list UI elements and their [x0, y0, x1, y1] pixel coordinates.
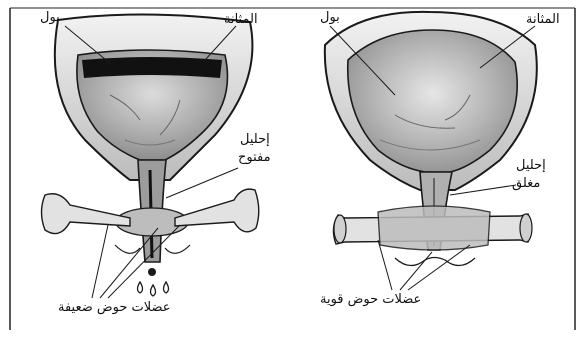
- right-pelvic-muscle: [378, 206, 490, 250]
- right-bladder-figure: [325, 12, 537, 290]
- right-urine-label: بول: [320, 10, 340, 25]
- left-bone: [42, 194, 131, 234]
- urine-drops: [138, 268, 169, 296]
- left-urethra-state: مفتوح: [238, 150, 271, 165]
- left-urine-label: بول: [40, 10, 60, 25]
- right-muscles-label: عضلات حوض قوية: [320, 292, 421, 307]
- right-urethra-label: إحليل: [516, 158, 546, 173]
- left-urethra-label: إحليل: [240, 132, 270, 147]
- left-bladder-label: المثانة: [224, 12, 258, 27]
- left-muscles-label: عضلات حوض ضعيفة: [58, 300, 171, 315]
- right-bladder-label: المثانة: [526, 12, 560, 27]
- right-bone-left-figure: [175, 189, 259, 232]
- left-urine-surface: [82, 57, 222, 78]
- left-bladder-figure: [42, 14, 259, 298]
- right-urethra-state: مغلق: [512, 176, 540, 191]
